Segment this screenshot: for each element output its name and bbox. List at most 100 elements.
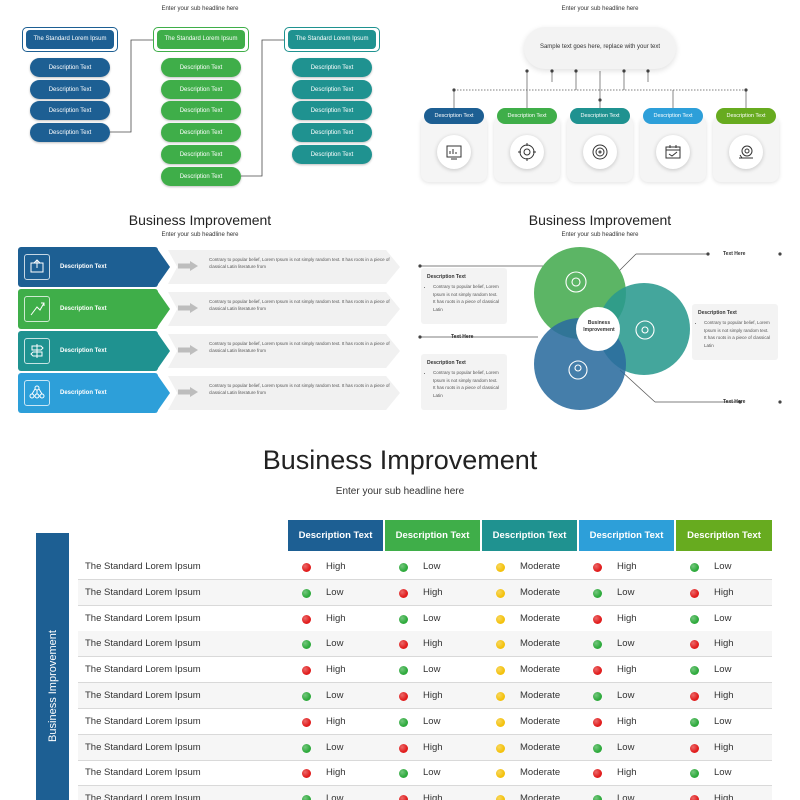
- row-label: The Standard Lorem Ipsum: [85, 638, 201, 650]
- status-dot: [496, 692, 505, 701]
- row-label: The Standard Lorem Ipsum: [85, 793, 201, 800]
- table-cell: High: [385, 735, 482, 761]
- status-dot: [399, 640, 408, 650]
- status-text: High: [423, 690, 443, 701]
- table-cell: High: [579, 657, 676, 683]
- row-label: The Standard Lorem Ipsum: [85, 767, 201, 779]
- table-cell: Low: [288, 683, 385, 709]
- status-dot: [302, 692, 311, 701]
- table-cell: Low: [385, 606, 482, 632]
- row-body-text: Contrary to popular belief, Lorem Ipsum …: [209, 257, 390, 269]
- status-text: Low: [714, 664, 732, 676]
- panel3-title: Business Improvement: [128, 212, 272, 228]
- column2-item: Description Text: [161, 145, 241, 164]
- status-text: Moderate: [520, 612, 561, 624]
- status-dot: [690, 614, 699, 624]
- status-text: Low: [714, 561, 732, 572]
- table-cell: Low: [579, 683, 676, 709]
- status-dot: [690, 717, 699, 727]
- status-text: Moderate: [520, 715, 561, 727]
- table-cell: High: [676, 786, 773, 800]
- column1-header: The Standard Lorem Ipsum: [26, 30, 114, 49]
- status-dot: [399, 563, 408, 572]
- status-dot: [302, 588, 311, 598]
- status-dot: [496, 717, 505, 727]
- status-text: High: [714, 586, 734, 598]
- row-label: The Standard Lorem Ipsum: [85, 715, 201, 727]
- row-label: The Standard Lorem Ipsum: [85, 586, 201, 598]
- status-dot: [593, 743, 602, 753]
- table-cell: Low: [385, 709, 482, 735]
- row-arrow-background: [168, 250, 400, 284]
- table-cell: Low: [579, 735, 676, 761]
- status-dot: [399, 666, 408, 676]
- row-chevron: [156, 331, 170, 371]
- status-text: Moderate: [520, 664, 561, 676]
- status-text: Low: [326, 793, 344, 800]
- column2-item: Description Text: [161, 58, 241, 77]
- status-text: Low: [617, 586, 635, 598]
- column3-item: Description Text: [292, 80, 372, 99]
- venn-center: [576, 307, 620, 351]
- status-dot: [302, 666, 311, 676]
- status-dot: [496, 743, 505, 753]
- table-cell: Low: [676, 606, 773, 632]
- status-text: High: [326, 612, 346, 624]
- row-chevron: [156, 247, 170, 287]
- venn-card-text: Contrary to popular belief, Lorem Ipsum …: [704, 319, 772, 349]
- table-cell: High: [676, 683, 773, 709]
- status-text: Low: [326, 690, 344, 701]
- calendar-icon: [656, 135, 690, 169]
- status-dot: [496, 614, 505, 624]
- status-text: Low: [423, 715, 441, 727]
- column3-item: Description Text: [292, 123, 372, 142]
- gear-cycle-icon: [510, 135, 544, 169]
- column3-item: Description Text: [292, 58, 372, 77]
- status-dot: [690, 743, 699, 753]
- panel4-title: Business Improvement: [528, 212, 672, 228]
- team-network-icon: [24, 380, 50, 406]
- panel2-subtitle: Enter your sub headline here: [561, 6, 639, 12]
- card-label: Description Text: [643, 108, 703, 124]
- status-dot: [496, 640, 505, 650]
- arrow-right-icon: [178, 387, 198, 397]
- status-dot: [593, 795, 602, 800]
- status-dot: [399, 717, 408, 727]
- table-cell: Low: [288, 735, 385, 761]
- status-dot: [399, 743, 408, 753]
- venn-card-heading: Description Text: [427, 360, 466, 366]
- column2-item: Description Text: [161, 167, 241, 186]
- status-text: Low: [714, 612, 732, 624]
- row-label: Description Text: [18, 247, 158, 287]
- table-cell: Moderate: [482, 554, 579, 580]
- status-text: Moderate: [520, 741, 561, 753]
- sample-text-bubble: Sample text goes here, replace with your…: [524, 27, 676, 69]
- status-dot: [593, 640, 602, 650]
- column2-item: Description Text: [161, 123, 241, 142]
- status-text: High: [423, 638, 443, 650]
- status-dot: [399, 795, 408, 800]
- growth-hand-icon: [24, 296, 50, 322]
- table-cell: Moderate: [482, 709, 579, 735]
- status-text: Low: [423, 664, 441, 676]
- row-label: The Standard Lorem Ipsum: [85, 664, 201, 676]
- inbox-upload-icon: [24, 254, 50, 280]
- main-title: Business Improvement: [262, 445, 538, 475]
- row-chevron: [156, 373, 170, 413]
- table-cell: Moderate: [482, 683, 579, 709]
- column-header: Description Text: [579, 520, 674, 551]
- card-label: Description Text: [497, 108, 557, 124]
- status-text: High: [617, 664, 637, 676]
- table-cell: Low: [385, 760, 482, 786]
- row-body-text: Contrary to popular belief, Lorem Ipsum …: [209, 383, 390, 395]
- status-text: Moderate: [520, 767, 561, 779]
- row-label: Description Text: [18, 289, 158, 329]
- card-label: Description Text: [570, 108, 630, 124]
- column3-header: The Standard Lorem Ipsum: [288, 30, 376, 49]
